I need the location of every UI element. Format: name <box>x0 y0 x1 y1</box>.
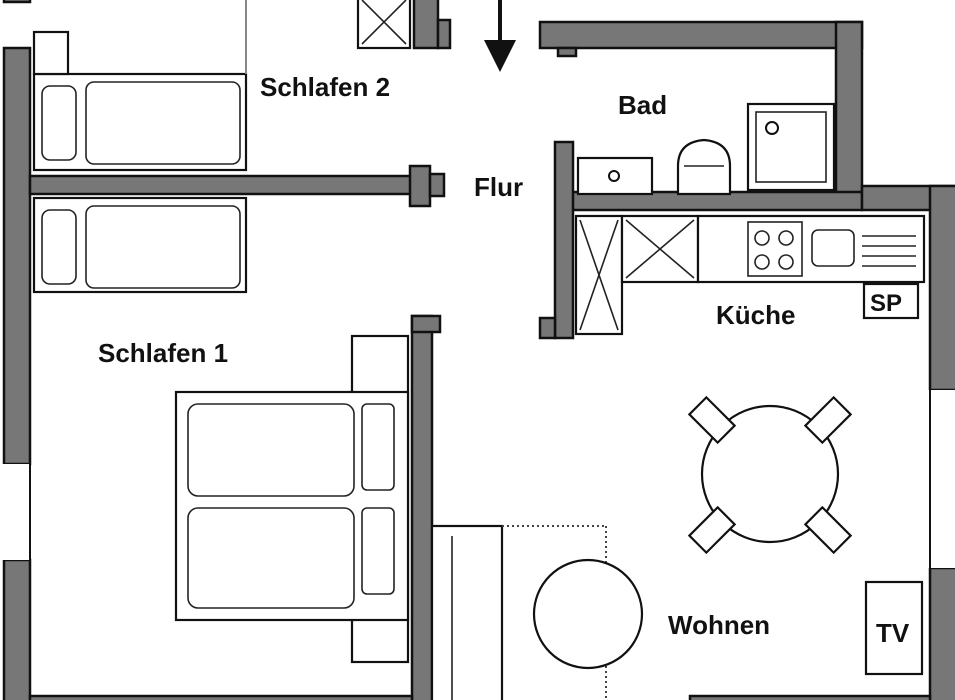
burner-icon <box>778 230 794 246</box>
wall-entry-left-cap <box>436 18 452 50</box>
burner-icon <box>754 254 770 270</box>
toilet <box>676 138 732 196</box>
wall-bath-top-cap <box>556 46 578 58</box>
wall-bottom-right <box>688 694 932 700</box>
kitchen-counter <box>696 214 926 284</box>
bed-lower <box>32 196 248 294</box>
room-label-schlafen-2: Schlafen 2 <box>260 72 390 102</box>
double-bed-blanket-upper <box>187 403 355 497</box>
washbasin-drain <box>608 170 620 182</box>
pantry-box <box>862 282 920 320</box>
bed-lower-pillow <box>41 209 77 285</box>
wall-kitchen-left-cap <box>538 316 557 340</box>
double-bed-pillow <box>361 403 395 491</box>
room-label-flur: Flur <box>474 172 523 202</box>
wall-bottom-left <box>28 694 414 700</box>
wall-bath-top <box>538 20 864 50</box>
bedroom-2-shelf <box>32 30 70 76</box>
dining-table <box>687 395 853 555</box>
washbasin <box>576 156 654 196</box>
wall-left-top-stub <box>2 0 32 4</box>
wall-bedroom-divider <box>28 174 432 196</box>
bed-upper-blanket <box>85 81 241 165</box>
kitchen-fixtures <box>574 214 926 336</box>
window-left <box>0 464 30 560</box>
double-bed-pillow <box>361 507 395 595</box>
living-furniture <box>430 524 924 700</box>
bed-lower-blanket <box>85 205 241 289</box>
sofa <box>430 524 504 700</box>
cabinet-tall-x2 <box>579 219 619 331</box>
wall-kitchen-left <box>553 140 575 340</box>
wall-entry-left <box>412 0 440 50</box>
wall-left-outer-upper <box>2 46 32 466</box>
burner-icon <box>754 230 770 246</box>
room-label-kueche: Küche <box>716 300 795 330</box>
wall-left-outer-lower <box>2 558 32 700</box>
cabinet-x2 <box>625 219 695 279</box>
dining-table-top <box>700 404 840 544</box>
shower-tray <box>746 102 836 192</box>
double-bed <box>174 390 410 622</box>
room-label-schlafen-1: Schlafen 1 <box>98 338 228 368</box>
chair-icon <box>803 395 853 445</box>
chair-icon <box>803 505 853 555</box>
wall-right-outer-upper <box>928 184 955 392</box>
room-label-wohnen: Wohnen <box>668 610 770 640</box>
sink-basin <box>811 229 855 267</box>
chair-icon <box>687 505 737 555</box>
tv-cabinet <box>864 580 924 676</box>
bathroom-fixtures <box>576 102 836 196</box>
chair-icon <box>687 395 737 445</box>
bed-upper <box>32 72 248 172</box>
wall-divider-cross <box>408 164 432 208</box>
burner-icon <box>778 254 794 270</box>
double-bed-blanket-lower <box>187 507 355 609</box>
entrance-arrow-icon <box>484 0 516 72</box>
bed-upper-pillow <box>41 85 77 161</box>
stove-plate <box>747 221 803 277</box>
wall-right-outer-lower <box>928 566 955 700</box>
bedroom-1-furniture <box>174 334 410 664</box>
wall-living-left <box>410 314 434 700</box>
shower-inner <box>755 111 827 183</box>
coffee-table <box>532 558 644 670</box>
shower-drain <box>765 121 779 135</box>
wall-bath-right <box>834 20 864 210</box>
bedroom-2-furniture <box>32 0 412 294</box>
top-cabinet-x2 <box>361 0 407 45</box>
pantry-label: SP <box>870 290 902 317</box>
wall-living-left-cap <box>410 314 442 334</box>
room-label-bad: Bad <box>618 90 667 120</box>
wall-divider-cross-cap <box>428 172 446 198</box>
tv-label: TV <box>876 618 910 648</box>
